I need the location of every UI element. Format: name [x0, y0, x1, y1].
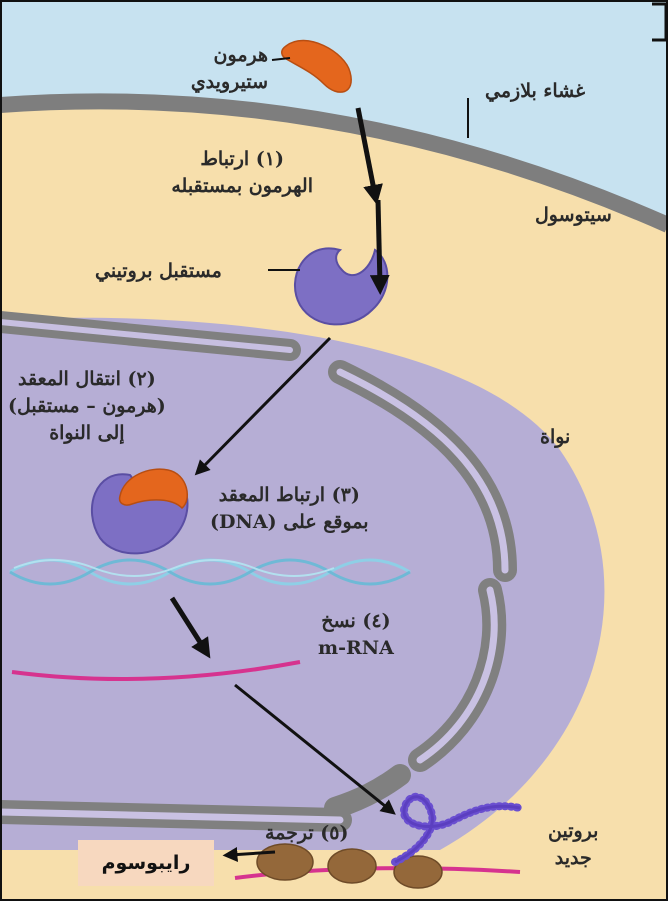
arrow-to-receptor	[378, 200, 380, 285]
label-plasma-membrane: غشاء بلازمي	[485, 78, 585, 105]
label-cytosol: سيتوسول	[535, 202, 612, 229]
label-ribosome: رايبوسوم	[78, 840, 214, 886]
label-step2: (٢) انتقال المعقد(هرمون – مستقبل)إلى الن…	[8, 366, 166, 447]
label-nucleus: نواة	[540, 424, 570, 451]
label-step5: (٥) ترجمة	[265, 820, 349, 847]
label-protein-receptor: مستقبل بروتيني	[95, 258, 222, 285]
